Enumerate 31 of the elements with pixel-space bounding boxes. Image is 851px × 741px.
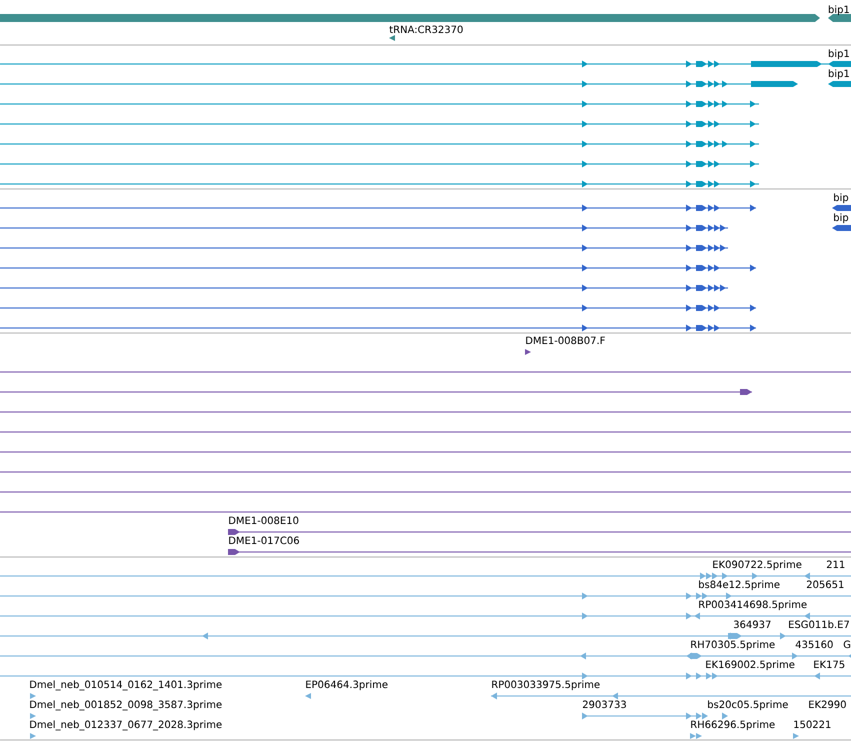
feature-label: 150221	[794, 720, 830, 728]
feature-label: bip	[834, 213, 848, 224]
feature-label: Dmel_neb_010514_0162_1401.3prime	[30, 680, 222, 690]
feature-label: RP003033975.5prime	[492, 680, 600, 690]
feature-label: 435160	[796, 640, 833, 648]
feature-label: EK2990	[809, 700, 846, 708]
feature-label: bip1	[828, 49, 849, 60]
feature-label: EK175	[814, 660, 844, 668]
feature-label: RH70305.5prime	[691, 640, 775, 650]
feature-label: RH66296.5prime	[691, 720, 775, 730]
feature-label: Dmel_neb_001852_0098_3587.3prime	[30, 700, 222, 710]
feature-label: G	[844, 640, 850, 648]
feature-label: Dmel_neb_012337_0677_2028.3prime	[30, 720, 222, 730]
feature-label: RP003414698.5prime	[699, 600, 807, 610]
feature-label: EP06464.3prime	[306, 680, 388, 690]
feature-label: ESG011b.E7	[789, 620, 849, 628]
feature-label: bs84e12.5prime	[699, 580, 780, 590]
feature-label: 205651	[806, 580, 844, 588]
feature-label: bip1	[828, 5, 849, 16]
feature-label: tRNA:CR32370	[389, 26, 463, 34]
feature-label: EK090722.5prime	[713, 560, 802, 570]
feature-label: DME1-008B07.F	[526, 336, 605, 344]
feature-label: 211	[826, 560, 844, 568]
feature-label: bs20c05.5prime	[708, 700, 788, 710]
feature-label: 2903733	[582, 700, 626, 708]
feature-label: bip1	[828, 69, 849, 80]
feature-label: EK169002.5prime	[706, 660, 794, 670]
feature-label: DME1-017C06	[229, 536, 299, 544]
feature-label: DME1-008E10	[229, 516, 298, 524]
feature-label: bip	[834, 193, 848, 204]
feature-label: 364937	[734, 620, 770, 628]
